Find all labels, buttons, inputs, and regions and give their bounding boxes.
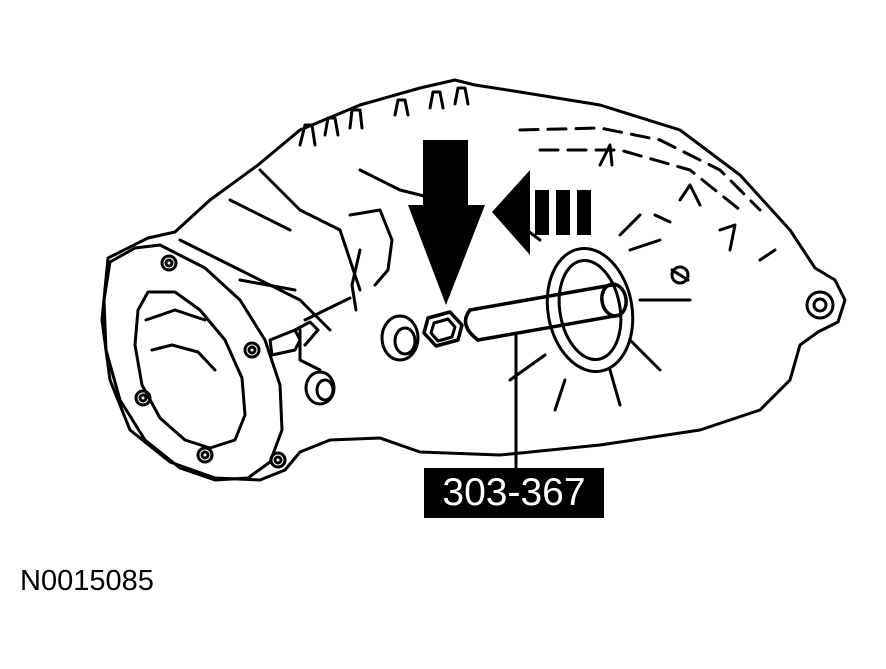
rear-bore (545, 247, 635, 373)
flange-bolt (160, 254, 178, 272)
tool-shaft (468, 283, 622, 342)
stud (268, 328, 302, 357)
front-flange (102, 243, 284, 482)
hex-plug (422, 310, 464, 348)
housing-outline (100, 78, 847, 482)
flange-bolt (269, 451, 287, 469)
flange-bolt (134, 389, 152, 407)
tool-end (600, 282, 628, 318)
solid-down-arrow-icon (408, 140, 485, 305)
dashed-left-arrow-icon (492, 170, 591, 255)
vent-port (380, 314, 420, 362)
small-bolt (670, 265, 690, 285)
figure-id: N0015085 (20, 565, 154, 597)
flange-bore (133, 290, 247, 450)
tool-number-label: 303-367 (424, 468, 604, 518)
mounting-ear-hole (805, 290, 835, 320)
flange-bolt (196, 446, 214, 464)
flange-bolt (243, 341, 261, 359)
